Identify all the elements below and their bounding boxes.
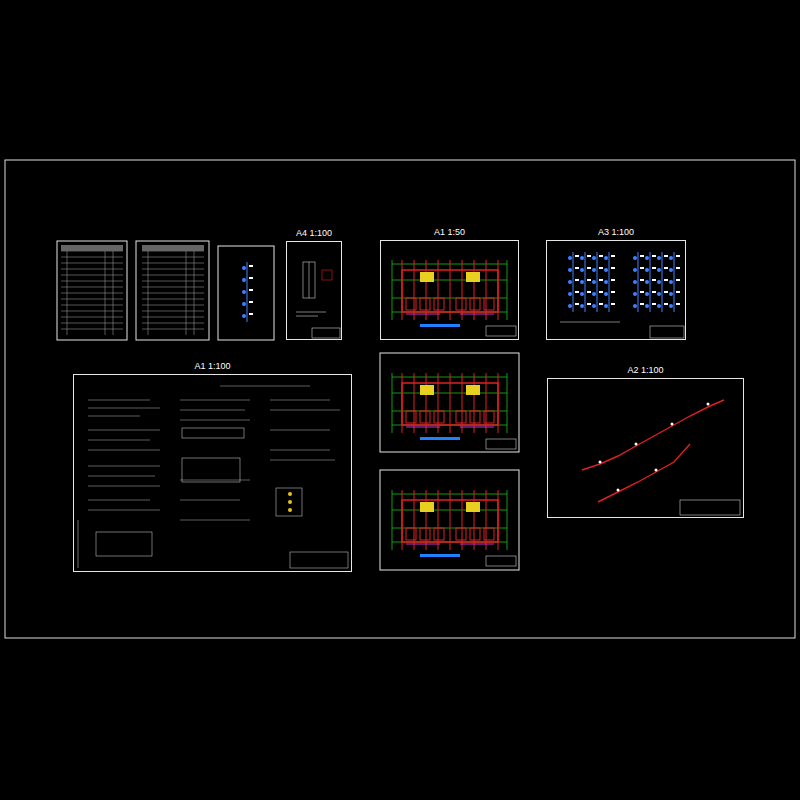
sheet-scale-heading: A1 1:50 bbox=[361, 227, 538, 237]
sheet-scale-heading: A4 1:100 bbox=[267, 228, 361, 238]
sheet-scale-heading: A3 1:100 bbox=[527, 227, 705, 237]
drawing-sheet: A1 1:100 bbox=[73, 374, 352, 572]
sheet-scale-heading: A1 1:100 bbox=[54, 361, 371, 371]
sheet-scale-heading: A2 1:100 bbox=[528, 365, 763, 375]
drawing-sheet: A1 1:50 bbox=[380, 240, 519, 340]
drawing-sheet: A2 1:100 bbox=[547, 378, 744, 518]
drawing-sheet: A4 1:100 bbox=[286, 241, 342, 340]
drawing-sheet: A3 1:100 bbox=[546, 240, 686, 340]
